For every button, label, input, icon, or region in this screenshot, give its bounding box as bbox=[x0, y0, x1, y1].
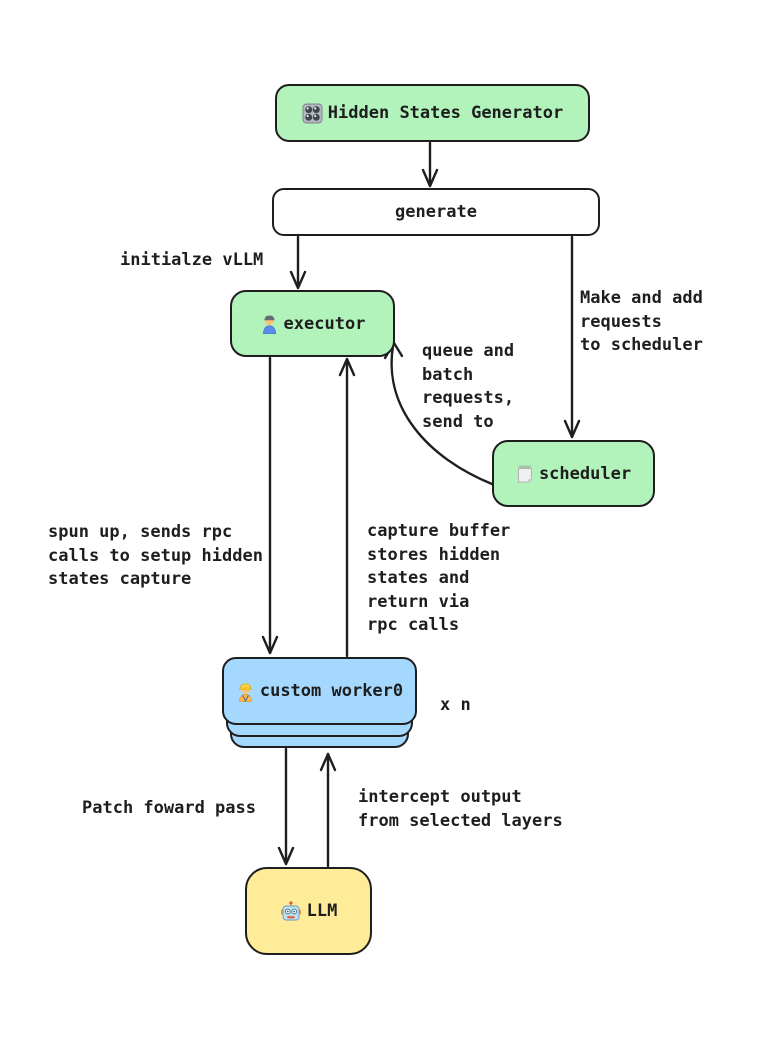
arrow-generate-to-scheduler bbox=[563, 235, 581, 439]
node-scheduler: scheduler bbox=[492, 440, 655, 507]
node-label: scheduler bbox=[538, 463, 632, 484]
node-label: executor bbox=[283, 313, 366, 334]
node-hidden-states-generator: Hidden States Generator bbox=[275, 84, 590, 142]
node-label: LLM bbox=[306, 901, 338, 921]
robot-icon bbox=[280, 900, 302, 922]
label-queue-and-batch: queue and batch requests, send to bbox=[422, 341, 515, 432]
node-label: Hidden States Generator bbox=[327, 103, 564, 123]
label-capture-buffer: capture buffer stores hidden states and … bbox=[367, 521, 511, 635]
node-label: generate bbox=[395, 202, 477, 222]
label-worker-multiplier: x n bbox=[440, 695, 471, 715]
arrow-executor-to-worker bbox=[261, 356, 279, 655]
node-llm: LLM bbox=[245, 867, 372, 955]
arrow-worker-to-llm bbox=[277, 747, 295, 866]
construction-worker-icon bbox=[236, 681, 255, 702]
node-label: custom worker0 bbox=[259, 681, 404, 701]
label-spun-up-rpc: spun up, sends rpc calls to setup hidden… bbox=[48, 522, 263, 589]
label-make-and-add-requests: Make and add requests to scheduler bbox=[580, 288, 703, 355]
arrow-hsg-to-generate bbox=[421, 141, 439, 188]
label-initialize-vllm: initialze vLLM bbox=[120, 250, 264, 270]
label-intercept-output: intercept output from selected layers bbox=[358, 787, 563, 831]
node-custom-worker: custom worker0 bbox=[222, 657, 417, 725]
arrow-generate-to-executor bbox=[289, 235, 307, 290]
node-executor: executor bbox=[230, 290, 395, 357]
arrow-worker-to-executor bbox=[338, 357, 356, 658]
label-patch-forward-pass: Patch foward pass bbox=[82, 798, 256, 818]
notepad-icon bbox=[516, 464, 534, 483]
control-knobs-icon bbox=[302, 103, 323, 124]
arrow-llm-to-worker bbox=[319, 752, 337, 868]
factory-worker-icon bbox=[260, 313, 279, 334]
node-generate: generate bbox=[272, 188, 600, 236]
